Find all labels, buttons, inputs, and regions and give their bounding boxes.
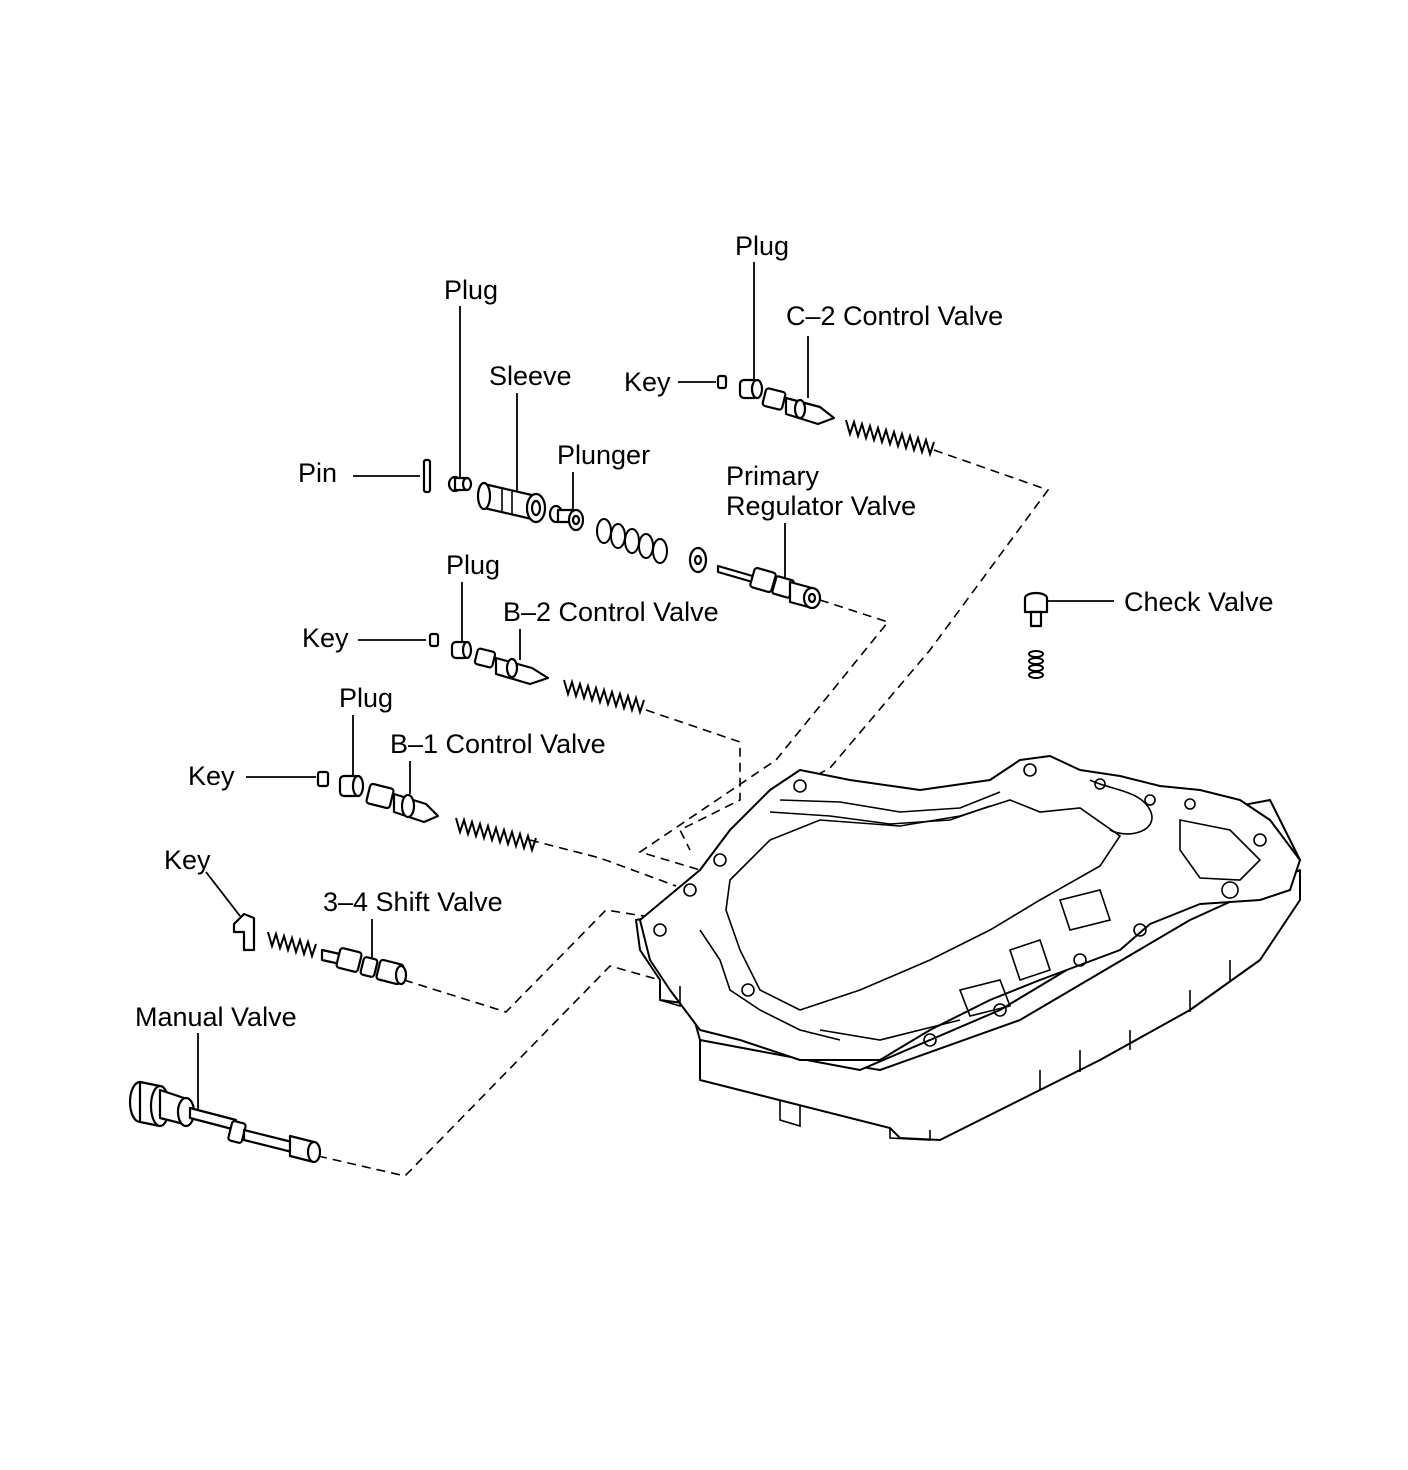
c2-spring [845, 418, 935, 458]
label-plug-top-right: Plug [735, 231, 789, 261]
b1-valve [365, 782, 440, 824]
label-key-c2: Key [624, 367, 671, 397]
check-valve [1023, 591, 1049, 679]
b2-valve [473, 647, 550, 686]
label-primary: Primary [726, 461, 819, 491]
plug-c2 [738, 378, 764, 400]
b2-control-valve-assembly [428, 632, 645, 716]
label-pin: Pin [298, 458, 337, 488]
pin [422, 458, 432, 494]
b2-spring [563, 678, 645, 716]
key-34 [232, 912, 256, 952]
34-shift-valve [320, 947, 408, 986]
label-plug-b2: Plug [446, 550, 500, 580]
primary-regulator-valve [716, 564, 822, 610]
b1-control-valve-assembly [316, 770, 537, 854]
key-b1 [316, 770, 330, 788]
regulator-spring [596, 518, 668, 564]
plug-b2 [450, 640, 473, 660]
manual-valve [128, 1080, 322, 1164]
label-b2-control-valve: B–2 Control Valve [503, 597, 719, 627]
label-c2-control-valve: C–2 Control Valve [786, 301, 1003, 331]
primary-regulator-assembly [422, 458, 822, 610]
label-key-b1: Key [188, 761, 235, 791]
label-check-valve: Check Valve [1124, 587, 1274, 617]
plunger [548, 504, 585, 532]
label-regulator-valve: Regulator Valve [726, 491, 916, 521]
34-shift-valve-assembly [232, 912, 408, 986]
plug-b1 [338, 774, 365, 798]
label-sleeve: Sleeve [489, 361, 572, 391]
plug-top-left [447, 475, 473, 493]
check-valve-spring [1028, 650, 1044, 679]
c2-control-valve-assembly [716, 374, 935, 458]
spring-seat [688, 546, 708, 574]
label-plunger: Plunger [557, 440, 650, 470]
34-spring [267, 930, 317, 960]
label-34-shift-valve: 3–4 Shift Valve [323, 887, 503, 917]
leader-lines [197, 262, 1114, 1110]
valve-body-housing [635, 755, 1301, 1141]
c2-valve [761, 387, 836, 426]
key-c2 [716, 374, 728, 390]
label-key-b2: Key [302, 623, 349, 653]
label-plug-top-left: Plug [444, 275, 498, 305]
label-key-34: Key [164, 845, 211, 875]
b1-spring [455, 816, 537, 854]
sleeve [476, 481, 547, 524]
key-b2 [428, 632, 440, 648]
label-b1-control-valve: B–1 Control Valve [390, 729, 606, 759]
label-manual-valve: Manual Valve [135, 1002, 297, 1032]
label-plug-b1: Plug [339, 683, 393, 713]
